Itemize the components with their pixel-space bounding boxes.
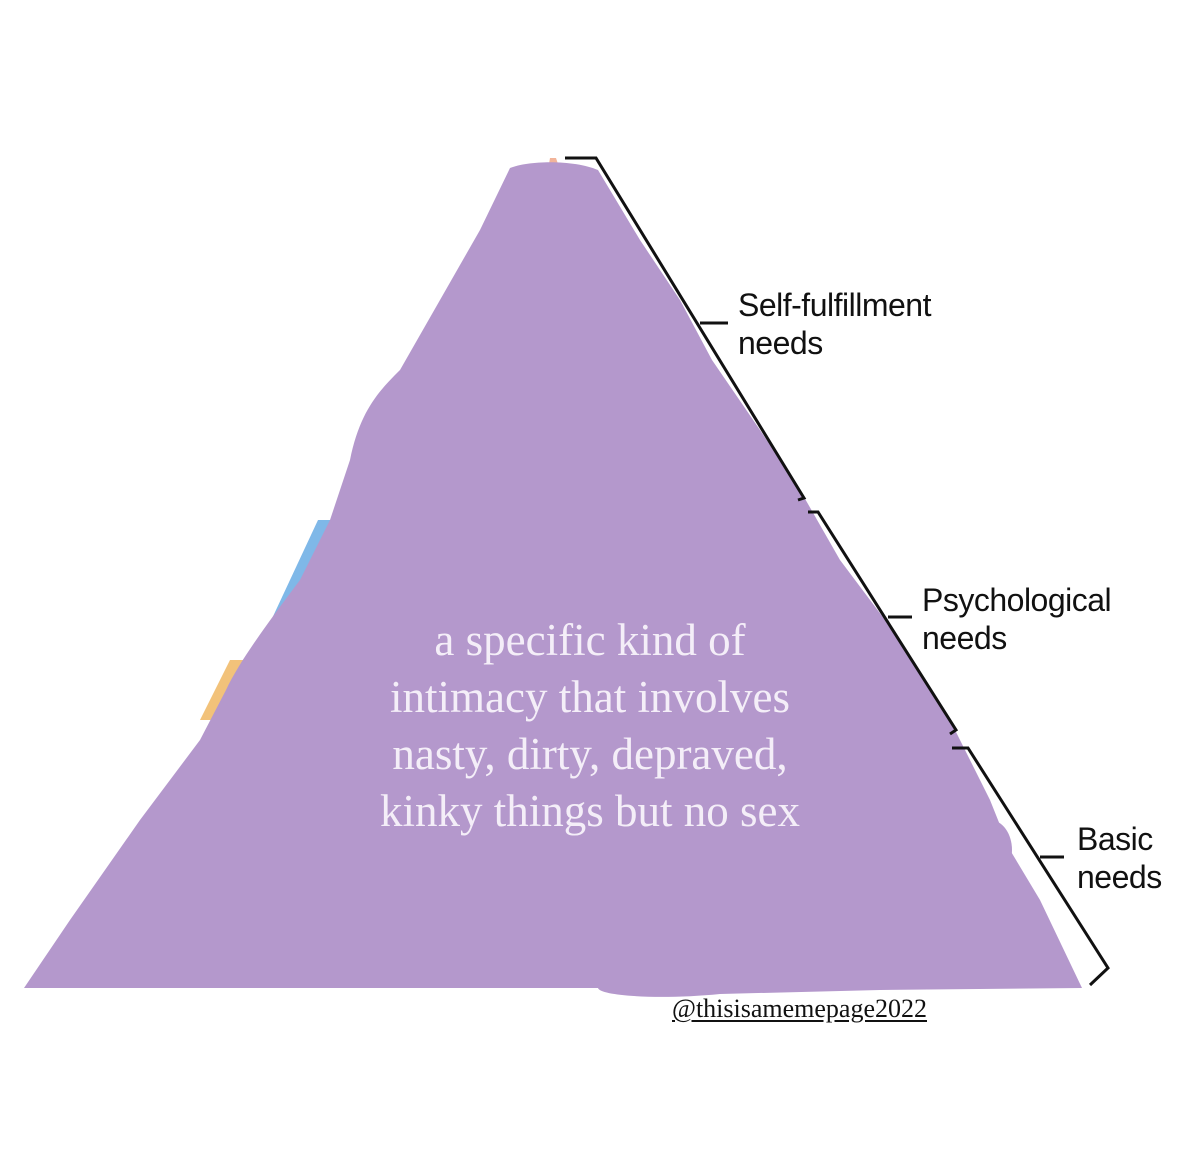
watermark-handle: @thisisamemepage2022 xyxy=(672,994,927,1023)
overlay-blob xyxy=(968,820,1012,880)
overlay-scribble xyxy=(24,162,1082,997)
bracket-basic xyxy=(952,746,1110,987)
label-self-fulfillment-needs: Self-fulfillment needs xyxy=(738,286,931,362)
label-line: needs xyxy=(922,620,1007,656)
label-line: Self-fulfillment xyxy=(738,287,931,323)
caption-line: kinky things but no sex xyxy=(379,786,800,836)
label-line: Basic xyxy=(1077,821,1153,857)
label-psychological-needs: Psychological needs xyxy=(922,581,1112,657)
caption-line: a specific kind of xyxy=(434,615,746,665)
label-line: Psychological xyxy=(922,582,1112,618)
caption-line: nasty, dirty, depraved, xyxy=(392,729,788,779)
label-line: needs xyxy=(738,325,823,361)
label-line: needs xyxy=(1077,859,1162,895)
overlay-caption: a specific kind of intimacy that involve… xyxy=(300,612,880,840)
bracket-psychological xyxy=(808,510,959,736)
bracket-self-fulfillment xyxy=(565,156,807,502)
caption-line: intimacy that involves xyxy=(390,672,790,722)
label-basic-needs: Basic needs xyxy=(1077,820,1162,896)
